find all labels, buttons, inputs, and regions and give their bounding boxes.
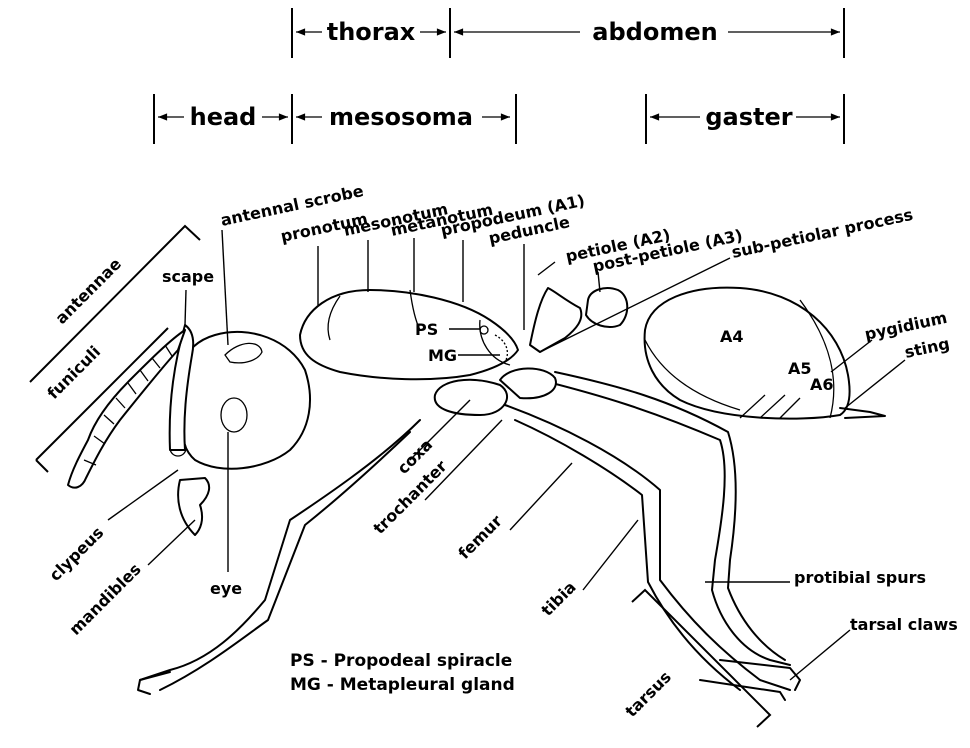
annotation-brackets xyxy=(29,224,772,728)
legend-line-mg: MG - Metapleural gland xyxy=(290,675,515,695)
leader-pygidium xyxy=(830,339,873,373)
antennae-bracket xyxy=(29,224,201,383)
gaster-shape xyxy=(643,286,851,420)
region-brackets: thorax abdomen head mesosoma gaster xyxy=(153,8,845,144)
region-gaster: gaster xyxy=(705,103,792,131)
label-funiculi: funiculi xyxy=(43,342,104,403)
label-eye: eye xyxy=(210,579,242,598)
label-sting: sting xyxy=(903,334,951,362)
front-leg-inner xyxy=(159,431,411,691)
petiole-shape xyxy=(529,287,583,353)
label-femur: femur xyxy=(454,511,506,563)
gaster-stripe xyxy=(739,394,766,419)
leader-coxa xyxy=(409,399,471,461)
hind-tarsus xyxy=(719,659,801,691)
label-tarsus: tarsus xyxy=(621,667,675,721)
head-shape xyxy=(175,330,311,470)
leader-trochanter xyxy=(424,419,503,501)
hind-leg xyxy=(539,379,791,666)
label-ps: PS xyxy=(415,320,438,339)
leader-clypeus xyxy=(107,469,179,521)
funiculus-segment xyxy=(83,459,97,466)
funiculi-bracket xyxy=(35,327,169,473)
middle-leg xyxy=(504,404,791,691)
funiculus-segment xyxy=(115,397,126,409)
front-tarsus xyxy=(137,671,171,695)
leader-sting xyxy=(844,359,906,409)
leader-scape xyxy=(184,289,187,326)
gaster-segment-line xyxy=(799,299,835,419)
region-mesosoma: mesosoma xyxy=(329,103,473,131)
label-tarsal-claws: tarsal claws xyxy=(850,615,958,634)
region-head: head xyxy=(190,103,257,131)
leader-post-petiole xyxy=(597,271,601,293)
region-abdomen: abdomen xyxy=(592,18,717,46)
label-protibial-spurs: protibial spurs xyxy=(794,568,926,587)
leader-tarsal-claws xyxy=(789,629,851,681)
leader-petiole xyxy=(537,261,556,276)
region-thorax: thorax xyxy=(327,18,416,46)
funiculus-segment xyxy=(139,369,149,382)
coxa-shape xyxy=(433,378,509,416)
legend: PS - Propodeal spiracle MG - Metapleural… xyxy=(290,651,515,695)
propodeal-spiracle-dot xyxy=(479,325,489,335)
propodeum-suture xyxy=(479,319,511,366)
funiculus-segment xyxy=(127,382,137,395)
middle-leg-inner xyxy=(514,419,741,691)
mesosoma-shape xyxy=(299,289,519,381)
scape-shape xyxy=(168,324,195,451)
leader-lines xyxy=(107,229,906,681)
funiculus-segment xyxy=(103,414,115,425)
eye-shape xyxy=(220,397,248,433)
leader-mandibles xyxy=(147,519,196,566)
front-leg xyxy=(139,419,421,681)
gaster-stripe xyxy=(759,394,786,419)
leader-tibia xyxy=(582,519,639,591)
funiculus-segment xyxy=(93,435,106,445)
label-sub-petiolar: sub-petiolar process xyxy=(730,205,915,262)
label-mg: MG xyxy=(428,346,457,365)
label-tibia: tibia xyxy=(537,577,579,619)
antennal-scrobe-shape xyxy=(224,342,263,364)
post-petiole-shape xyxy=(585,287,629,328)
mesonotum-suture xyxy=(409,289,421,331)
leader-femur xyxy=(509,462,573,531)
middle-tarsus xyxy=(699,679,786,701)
tarsus-bracket xyxy=(631,588,772,728)
mandible-shape xyxy=(177,477,211,536)
label-a4: A4 xyxy=(720,327,744,346)
gaster-ventral-line xyxy=(644,339,741,411)
label-clypeus: clypeus xyxy=(45,523,107,585)
gaster-stripe xyxy=(779,397,801,419)
funiculus-segment xyxy=(164,344,173,357)
funiculus-segment xyxy=(151,357,161,369)
ant-illustration xyxy=(67,286,886,701)
hind-coxa-shape xyxy=(499,367,557,400)
label-a6: A6 xyxy=(810,375,834,394)
leader-antennal-scrobe xyxy=(221,229,229,346)
legend-line-ps: PS - Propodeal spiracle xyxy=(290,651,512,671)
label-scape: scape xyxy=(162,267,214,286)
hind-leg-inner xyxy=(554,371,786,661)
label-mandibles: mandibles xyxy=(65,560,144,639)
leader-sub-petiolar xyxy=(539,257,731,353)
funiculus-shape xyxy=(67,329,186,489)
pronotum-suture xyxy=(327,295,341,341)
label-antennae: antennae xyxy=(51,254,125,328)
label-a5: A5 xyxy=(788,359,812,378)
sting-shape xyxy=(839,407,886,419)
